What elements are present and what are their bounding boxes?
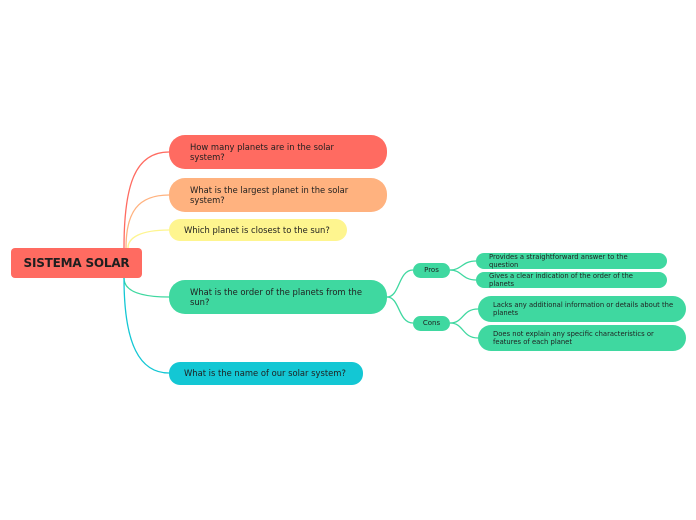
pros-node[interactable]: Pros (413, 263, 450, 278)
question-node-largest-planet[interactable]: What is the largest planet in the solar … (169, 178, 387, 212)
question-label: What is the largest planet in the solar … (190, 184, 349, 206)
connector-q4 (123, 277, 170, 298)
connector-cons-2 (449, 322, 479, 339)
connector-pros-2 (449, 269, 477, 281)
connector-cons (386, 296, 414, 324)
pros-item-node[interactable]: Provides a straightforward answer to the… (476, 253, 667, 269)
root-label: SISTEMA SOLAR (23, 255, 130, 270)
question-node-planet-order[interactable]: What is the order of the planets from th… (169, 280, 387, 314)
connector-pros (386, 269, 414, 298)
question-node-system-name[interactable]: What is the name of our solar system? (169, 362, 363, 385)
connector-cons-1 (449, 308, 479, 324)
cons-item-node[interactable]: Lacks any additional information or deta… (478, 296, 686, 322)
pros-label: Pros (424, 266, 439, 275)
question-label: What is the order of the planets from th… (190, 286, 363, 308)
cons-item-node[interactable]: Does not explain any specific characteri… (478, 325, 686, 351)
connector-q2 (125, 194, 170, 249)
connector-q1 (123, 151, 170, 249)
cons-item-label: Lacks any additional information or deta… (493, 300, 674, 317)
question-label: How many planets are in the solar system… (190, 141, 334, 163)
connector-q5 (123, 277, 170, 374)
question-node-planet-count[interactable]: How many planets are in the solar system… (169, 135, 387, 169)
cons-node[interactable]: Cons (413, 316, 450, 331)
root-node[interactable]: SISTEMA SOLAR (11, 248, 142, 278)
pros-item-label: Gives a clear indication of the order of… (489, 271, 633, 288)
question-label: What is the name of our solar system? (184, 368, 346, 379)
cons-item-label: Does not explain any specific characteri… (493, 329, 654, 346)
question-node-closest-planet[interactable]: Which planet is closest to the sun? (169, 219, 347, 241)
pros-item-label: Provides a straightforward answer to the… (489, 252, 628, 269)
connector-q3 (127, 229, 170, 249)
cons-label: Cons (422, 319, 441, 328)
question-label: Which planet is closest to the sun? (184, 224, 330, 235)
pros-item-node[interactable]: Gives a clear indication of the order of… (476, 272, 667, 288)
connector-pros-1 (449, 260, 477, 271)
